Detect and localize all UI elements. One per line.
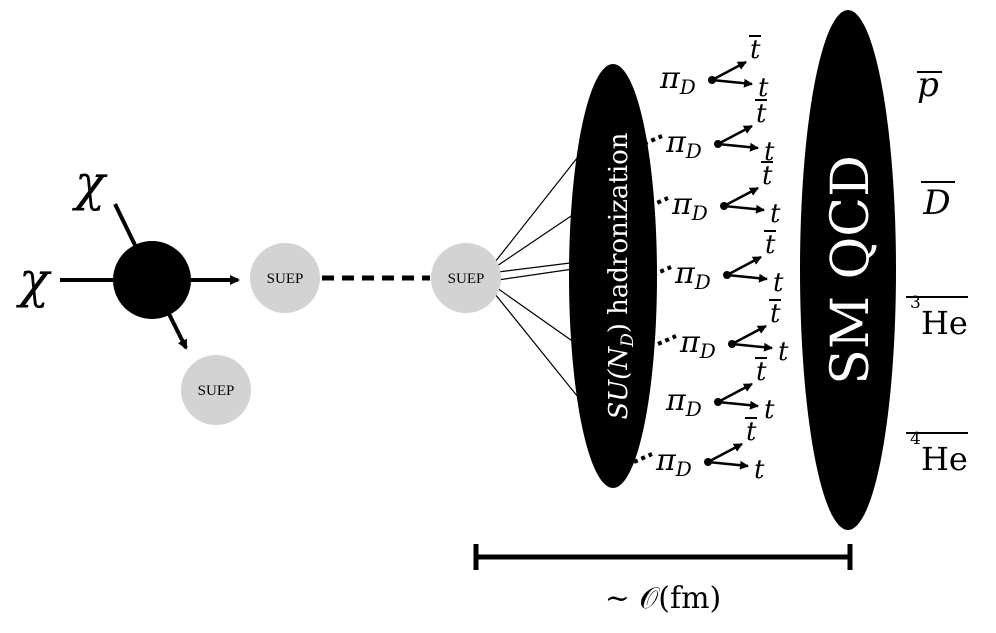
top-label: t [764,137,775,167]
pion-label: πD [679,325,716,363]
suep-bottom-circle [181,355,251,425]
suep-bottom-label: SUEP [198,383,235,399]
antitop-label: t [750,35,761,65]
scale-bar [473,544,853,570]
pion-link-dots [657,334,677,346]
antitop-arrow [711,60,747,82]
top-label: t [764,395,775,425]
fan-lines [494,147,586,403]
svg-text:4: 4 [910,429,921,449]
pion-label: πD [655,443,692,481]
svg-text:D: D [922,183,950,223]
product-he3bar: 3 He [906,293,968,342]
pion-decay-row: πD tt [657,299,789,367]
svg-text:He: He [921,440,968,478]
top-label: t [770,199,781,229]
antitop-arrow [726,255,762,277]
top-arrow [717,142,759,152]
sm-qcd-label: SM QCD [821,155,881,385]
antitop-label: t [765,230,776,260]
svg-text:3: 3 [910,293,921,313]
suep-right-circle [431,243,501,313]
pion-decay-row: πD tt [665,357,775,425]
top-arrow [726,273,768,283]
pion-link-dots [652,265,672,277]
top-label: t [773,268,784,298]
pion-label: πD [674,256,711,294]
pion-link-dots [643,134,663,146]
top-label: t [754,455,765,485]
antitop-label: t [762,161,773,191]
antitop-label: t [756,357,767,387]
pion-label: πD [659,61,696,99]
hadronization-label: SU(ND) hadronization [604,132,638,419]
product-he4bar: 4 He [906,429,968,478]
top-label: t [758,73,769,103]
pion-decay-row: πD tt [652,230,784,298]
scale-label: ~ 𝒪(fm) [605,581,722,616]
suep-mid-circle [250,243,320,313]
antitop-label: t [746,417,757,447]
pion-link-dots [649,196,669,208]
antitop-arrow [707,442,743,464]
svg-text:He: He [921,304,968,342]
top-arrow [711,78,753,88]
top-arrow [707,460,749,470]
suep-mid-label: SUEP [267,271,304,287]
product-pbar: p [917,65,942,105]
svg-text:p: p [917,65,939,105]
antitop-label: t [756,99,767,129]
pion-link-dots [633,452,653,464]
sm-qcd-ellipse [800,10,896,530]
pion-decay-row: πD tt [633,417,765,485]
chi-left-label: χ [16,251,52,309]
pion-label: πD [665,125,702,163]
pion-decay-row: πD tt [659,35,769,103]
top-arrow [717,400,759,410]
antitop-arrow [723,186,759,208]
pion-label: πD [671,187,708,225]
chi-top-label: χ [72,154,108,212]
pion-label: πD [665,383,702,421]
hadronization-ellipse [569,64,657,488]
product-dbar: D [921,181,955,223]
antitop-label: t [770,299,781,329]
suep-right-label: SUEP [448,271,485,287]
antitop-arrow [717,382,753,404]
antitop-arrow [717,124,753,146]
antitop-arrow [731,324,767,346]
top-arrow [731,342,773,352]
pion-decay-row: πD tt [643,99,775,167]
top-label: t [778,337,789,367]
top-arrow [723,204,765,214]
interaction-vertex [113,241,191,319]
pion-decay-row: πD tt [649,161,781,229]
